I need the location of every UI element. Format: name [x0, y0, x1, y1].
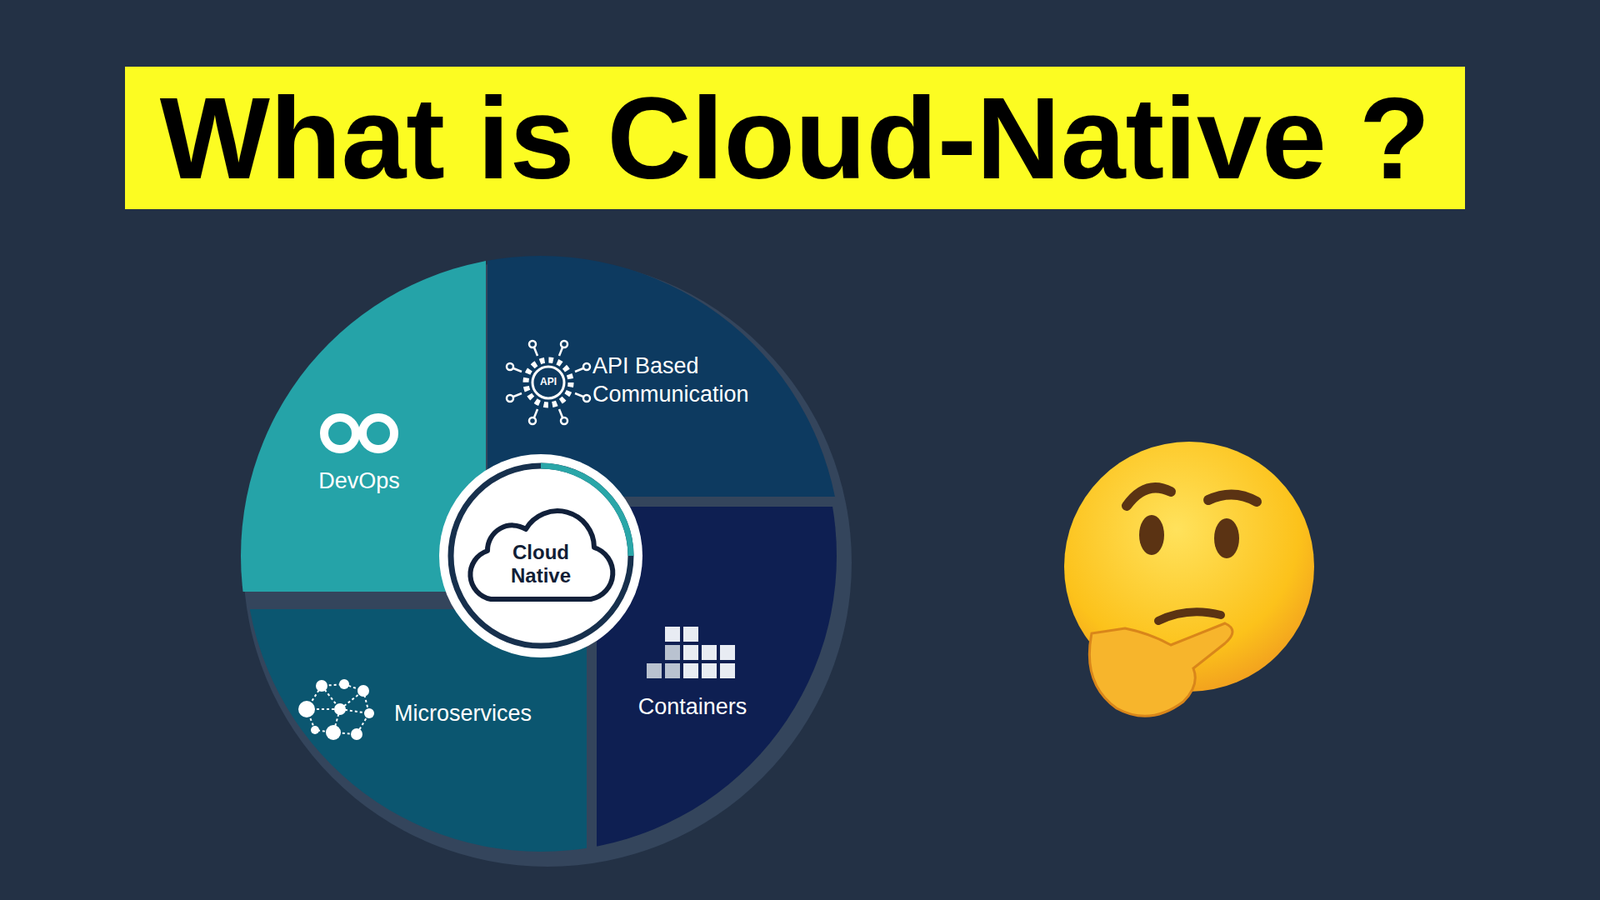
quadrant-fill	[487, 255, 841, 497]
container-block	[720, 663, 735, 679]
emoji-brow	[1126, 487, 1171, 506]
container-block	[665, 626, 680, 642]
network-dot	[334, 703, 346, 715]
container-block	[683, 626, 699, 642]
container-block	[646, 663, 662, 679]
quadrant-fill	[245, 609, 587, 852]
text-holder: Containers	[600, 693, 785, 722]
node-label: API Based Communication	[592, 352, 789, 410]
network-dot	[364, 708, 375, 719]
cloud-native-hub: Cloud Native	[434, 449, 648, 663]
emoji-eye	[1139, 515, 1165, 555]
network-dot	[325, 725, 341, 740]
container-block	[683, 663, 699, 679]
hub-disc	[439, 454, 643, 658]
emoji-hand	[1089, 623, 1233, 716]
container-block	[665, 645, 680, 660]
text-holder: API Based Communication	[592, 352, 789, 410]
title-text: What is Cloud-Native ?	[160, 66, 1430, 210]
network-dot	[339, 679, 350, 690]
title-banner: What is Cloud-Native ?	[125, 66, 1465, 210]
network-dot	[298, 700, 315, 718]
thinking-emoji	[1064, 441, 1315, 716]
container-block	[701, 645, 717, 660]
text-holder: Microservices	[394, 700, 582, 729]
node-label: Microservices	[394, 700, 582, 729]
node-label: Containers	[600, 693, 785, 722]
network-dot	[310, 725, 320, 735]
container-block	[701, 663, 717, 679]
icon-label: API	[540, 376, 557, 388]
label-holder: API	[540, 376, 557, 388]
container-block	[720, 645, 735, 660]
emoji-eye	[1214, 518, 1240, 559]
network-dot	[315, 680, 328, 692]
emoji-mouth	[1158, 611, 1221, 621]
text-holder: Cloud Native	[495, 540, 587, 587]
hub-label: Cloud Native	[495, 540, 587, 587]
container-block	[683, 645, 699, 660]
network-dot	[357, 685, 370, 697]
network-dot	[350, 728, 363, 740]
text-holder: DevOps	[275, 467, 443, 496]
container-block	[665, 663, 680, 679]
quadrant-fill	[240, 255, 486, 592]
emoji-brow	[1208, 494, 1257, 502]
node-label: DevOps	[275, 467, 443, 496]
cloud-outline	[470, 510, 613, 600]
quadrant-fill	[596, 506, 837, 852]
